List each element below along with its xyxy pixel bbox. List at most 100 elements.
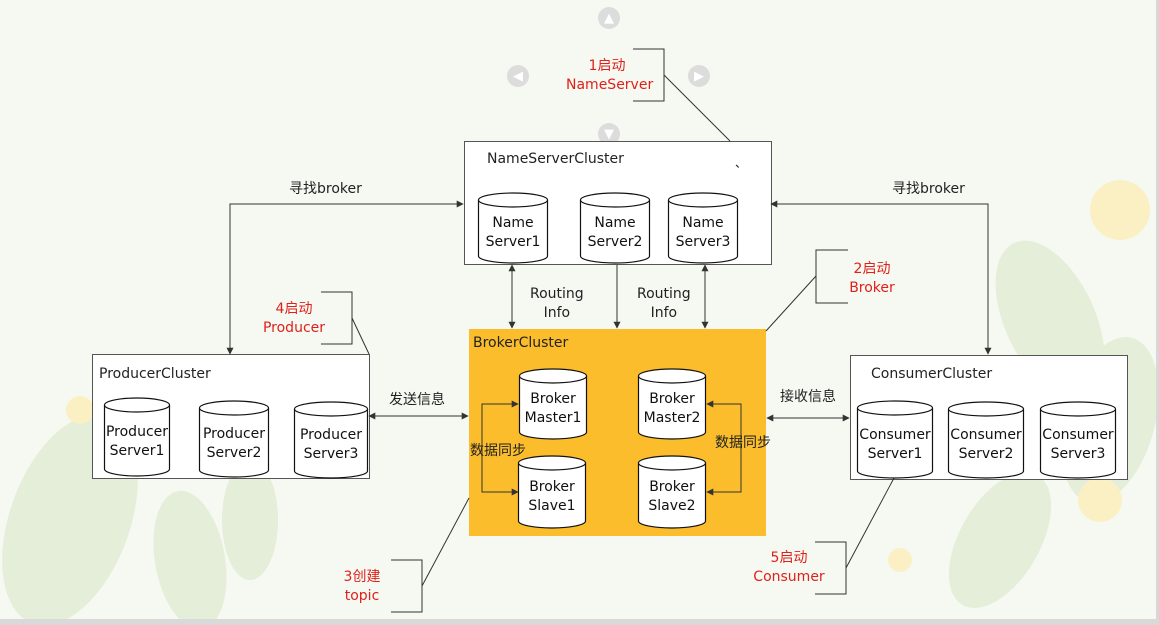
step-4-line1: 4启动 (275, 301, 313, 317)
find-broker-right-label: 寻找broker (892, 181, 965, 197)
database-icon (293, 401, 369, 479)
callout-2-bracket (815, 249, 848, 304)
routing-info-left-line1: Routing (530, 286, 584, 302)
database-icon (103, 397, 171, 477)
server-label-line1: Name (492, 215, 534, 231)
server-label-line2: Server1 (109, 443, 165, 459)
producer-cluster-title: ProducerCluster (99, 366, 211, 382)
server-label-line2: Server1 (485, 234, 541, 250)
step-4-callout: 4启动 Producer (258, 300, 330, 338)
step-4-line2: Producer (262, 320, 326, 336)
chevron-down-icon: ▼ (604, 126, 614, 142)
receive-message-label: 接收信息 (780, 389, 836, 405)
server-label-line2: Server3 (675, 234, 731, 250)
step-1-line1: 1启动 (588, 58, 626, 74)
nav-left-button[interactable]: ◀ (507, 65, 529, 87)
find-broker-right-arrow (770, 200, 992, 355)
find-broker-left-label: 寻找broker (289, 181, 362, 197)
server-label-line1: Name (594, 215, 636, 231)
server-label-line1: Consumer (859, 426, 931, 443)
routing-info-right-line1: Routing (637, 286, 691, 302)
database-icon (637, 368, 707, 440)
database-icon (637, 455, 707, 529)
scrollbar-track-right (1156, 0, 1159, 625)
database-icon (517, 455, 587, 529)
step-3-callout: 3创建 topic (337, 568, 387, 606)
server-label-line1: Broker (529, 479, 575, 495)
step-2-line1: 2启动 (853, 261, 891, 277)
step-5-line2: Consumer (753, 569, 825, 585)
server-label-line1: Broker (530, 391, 576, 407)
callout-3-leader (421, 497, 470, 587)
nav-up-button[interactable]: ▲ (598, 7, 620, 29)
nav-right-button[interactable]: ▶ (688, 65, 710, 87)
callout-3-bracket (391, 559, 423, 613)
server-label-line2: Slave1 (528, 498, 576, 514)
database-icon (667, 192, 739, 264)
callout-1-leader (663, 74, 731, 142)
chevron-up-icon: ▲ (604, 10, 614, 26)
server-label-line2: Server1 (867, 445, 923, 462)
server-label-line2: Server2 (206, 445, 262, 461)
sync-left-bracket (481, 400, 519, 496)
server-label-line1: Producer (105, 424, 169, 440)
routing-info-right-line2: Info (650, 305, 678, 321)
database-icon (477, 192, 549, 264)
step-2-line2: Broker (849, 280, 895, 296)
step-3-line2: topic (344, 588, 380, 604)
callout-5-leader (845, 477, 895, 569)
step-5-callout: 5启动 Consumer (750, 549, 828, 587)
nav-down-button[interactable]: ▼ (598, 123, 620, 145)
server-label-line1: Name (682, 215, 724, 231)
sync-right-label: 数据同步 (715, 435, 771, 451)
server-label-line2: Server2 (958, 446, 1014, 462)
step-1-line2: NameServer (566, 77, 654, 93)
server-label-line2: Slave2 (648, 498, 696, 514)
server-label-line1: Producer (202, 426, 266, 442)
server-label-line1: Producer (299, 427, 363, 443)
broker-cluster-title: BrokerCluster (473, 335, 569, 351)
chevron-left-icon: ◀ (513, 68, 523, 84)
server-label-line2: Master2 (643, 410, 701, 426)
send-message-label: 发送信息 (389, 392, 445, 408)
database-icon (198, 400, 270, 478)
nameserver-cluster-mark: 、 (735, 156, 748, 170)
routing-info-right-label: Routing Info (637, 285, 691, 323)
sync-left-label: 数据同步 (470, 443, 526, 459)
server-label-line1: Consumer (1042, 427, 1114, 443)
server-label-line2: Server3 (303, 446, 359, 462)
server-label-line1: Consumer (950, 427, 1022, 443)
database-icon (856, 400, 934, 479)
nameserver-cluster-title: NameServerCluster (487, 151, 624, 167)
step-1-callout: 1启动 NameServer (566, 57, 654, 95)
consumer-cluster-title: ConsumerCluster (871, 366, 993, 382)
database-icon (518, 368, 588, 440)
scrollbar-track-bottom (0, 619, 1159, 625)
callout-2-leader (765, 275, 817, 332)
chevron-right-icon: ▶ (694, 68, 704, 84)
step-5-line1: 5启动 (770, 550, 808, 566)
database-icon (947, 401, 1025, 479)
step-2-callout: 2启动 Broker (847, 260, 897, 298)
